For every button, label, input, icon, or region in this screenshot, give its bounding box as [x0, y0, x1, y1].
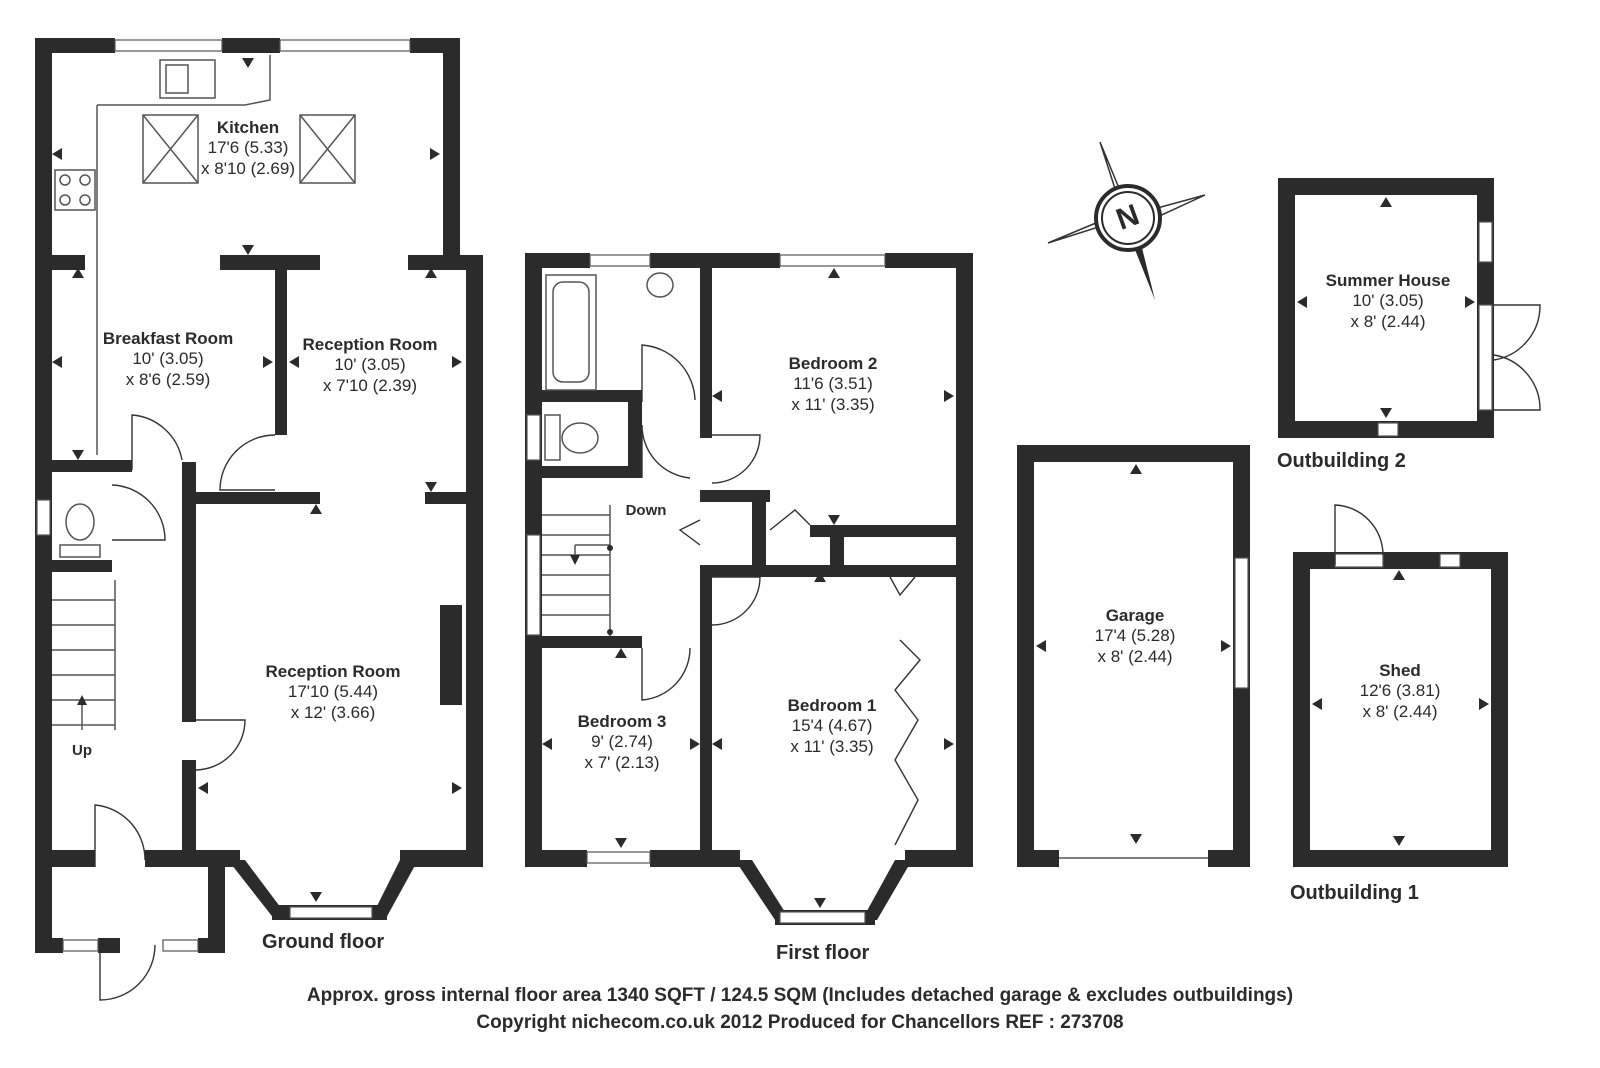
room-kitchen: Kitchen 17'6 (5.33) x 8'10 (2.69) [178, 118, 318, 179]
room-dim-length: 10' (3.05) [334, 355, 406, 375]
room-dim-width: x 7'10 (2.39) [323, 375, 417, 395]
room-dim-width: x 8' (2.44) [1097, 646, 1173, 666]
stairs-down-label: Down [625, 502, 667, 519]
room-name: Summer House [1325, 271, 1451, 290]
floor-label-outbuilding-1: Outbuilding 1 [1290, 882, 1419, 904]
room-name: Bedroom 2 [788, 354, 878, 373]
dimension-arrows [52, 58, 1489, 908]
room-dim-length: 9' (2.74) [591, 732, 653, 752]
room-breakfast: Breakfast Room 10' (3.05) x 8'6 (2.59) [93, 329, 243, 390]
room-summer-house: Summer House 10' (3.05) x 8' (2.44) [1318, 271, 1458, 332]
first-floor-windows [526, 254, 886, 924]
room-dim-length: 17'10 (5.44) [287, 682, 379, 702]
floor-label-outbuilding-2: Outbuilding 2 [1277, 450, 1406, 472]
room-name: Shed [1379, 661, 1421, 680]
shed-walls [1293, 504, 1508, 867]
room-dim-width: x 7' (2.13) [584, 752, 660, 772]
room-dim-width: x 8'6 (2.59) [125, 369, 211, 389]
kitchen-fixtures [54, 55, 356, 558]
room-dim-width: x 11' (3.35) [790, 736, 874, 756]
compass-rose [1047, 141, 1206, 300]
room-name: Reception Room [265, 662, 401, 681]
bathroom-fixtures [544, 272, 674, 461]
ground-floor-doors [94, 414, 276, 1001]
room-bedroom-2: Bedroom 2 11'6 (3.51) x 11' (3.35) [768, 354, 898, 415]
ground-floor-stairs [52, 580, 116, 730]
room-bedroom-1: Bedroom 1 15'4 (4.67) x 11' (3.35) [767, 696, 897, 757]
room-dim-length: 15'4 (4.67) [791, 716, 873, 736]
room-name: Bedroom 1 [787, 696, 877, 715]
first-floor-stairs [542, 505, 613, 636]
garage-walls [1017, 445, 1250, 867]
room-dim-width: x 11' (3.35) [791, 394, 875, 414]
room-dim-length: 17'6 (5.33) [207, 138, 289, 158]
room-reception-large: Reception Room 17'10 (5.44) x 12' (3.66) [258, 662, 408, 723]
room-name: Breakfast Room [102, 329, 234, 348]
room-dim-width: x 8' (2.44) [1350, 311, 1426, 331]
room-bedroom-3: Bedroom 3 9' (2.74) x 7' (2.13) [560, 712, 684, 773]
stairs-up-label: Up [72, 742, 92, 759]
floor-area-note: Approx. gross internal floor area 1340 S… [306, 985, 1294, 1006]
floor-label-first: First floor [776, 942, 870, 964]
room-name: Bedroom 3 [577, 712, 667, 731]
room-dim-length: 10' (3.05) [1352, 291, 1424, 311]
floor-label-ground: Ground floor [262, 931, 385, 953]
room-dim-length: 11'6 (3.51) [793, 374, 873, 394]
room-name: Garage [1105, 606, 1165, 625]
room-shed: Shed 12'6 (3.81) x 8' (2.44) [1340, 661, 1460, 722]
room-garage: Garage 17'4 (5.28) x 8' (2.44) [1070, 606, 1200, 667]
room-name: Reception Room [302, 335, 438, 354]
room-name: Kitchen [216, 118, 280, 137]
room-dim-length: 12'6 (3.81) [1359, 681, 1441, 701]
ground-floor-windows [36, 39, 411, 952]
room-dim-width: x 8'10 (2.69) [201, 158, 295, 178]
copyright-note: Copyright nichecom.co.uk 2012 Produced f… [476, 1012, 1124, 1033]
room-dim-width: x 12' (3.66) [290, 702, 376, 722]
first-floor-doors [641, 344, 921, 846]
room-dim-width: x 8' (2.44) [1362, 701, 1438, 721]
room-reception-small: Reception Room 10' (3.05) x 7'10 (2.39) [295, 335, 445, 396]
room-dim-length: 17'4 (5.28) [1094, 626, 1176, 646]
summer-house-walls [1278, 178, 1541, 438]
room-dim-length: 10' (3.05) [132, 349, 204, 369]
